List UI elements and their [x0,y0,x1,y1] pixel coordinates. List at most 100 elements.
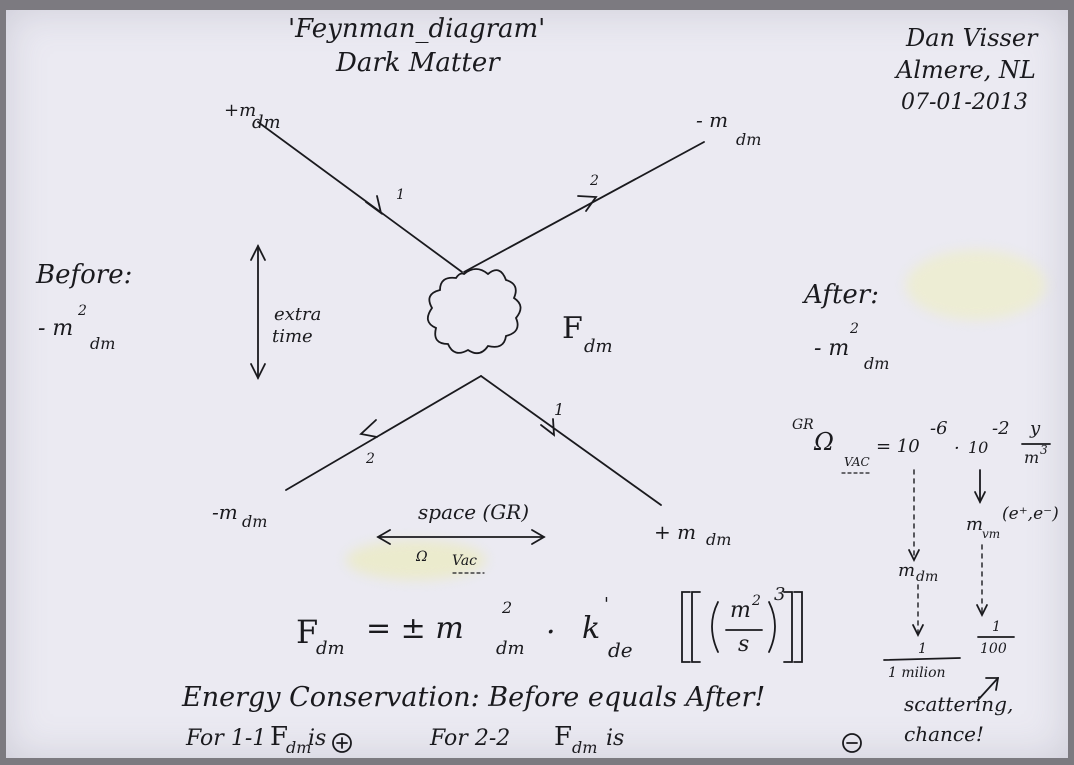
label-top-right-sub: dm [736,130,762,149]
bracket-left [681,591,691,663]
after-sub: dm [864,354,890,373]
gr-label: GR [792,417,814,433]
author-place: Almere, NL [896,56,1036,84]
title-line-1: 'Feynman_diagram' [288,14,546,44]
formula-bracket-m: m [730,598,751,623]
paper-sheet: 'Feynman_diagram' Dark Matter Dan Visser… [6,10,1068,758]
formula-k: k [582,611,601,646]
extra-time-line-1: extra [274,304,322,325]
conservation-is-1: is [308,726,327,751]
circle-minus [842,733,862,753]
gr-ten: 10 [968,438,989,457]
cascade-right-1-head [974,491,986,505]
conservation-f-1: F [270,722,289,752]
electron-pair: (e⁺,e⁻) [1002,504,1059,524]
title-line-2: Dark Matter [336,48,500,78]
label-top-left-sub: dm [252,112,281,133]
before-sup: 2 [78,303,87,319]
label-top-right: - m [696,108,729,132]
label-top-left: +m [224,100,257,121]
fraction-1-num: 1 [918,641,927,657]
author-name: Dan Visser [906,24,1038,52]
paren-left [711,601,719,653]
m-dm-cascade-sub: dm [916,569,939,585]
gr-exp1: -6 [930,418,948,439]
cascade-left-2-head [912,624,924,638]
formula-lhs-sub: dm [316,638,345,659]
gr-unit-num: y [1030,418,1041,439]
gr-exp2: -2 [992,418,1010,439]
wiggly-loop [426,268,522,355]
label-bottom-left-sub: dm [242,512,268,531]
after-term: - m [814,336,850,361]
yellow-smudge [346,540,486,580]
space-omega: Ω [416,549,428,565]
after-label: After: [804,280,879,310]
pointer-arrow-head [985,677,1000,691]
bracket-right [793,591,803,663]
line-top-right [463,141,705,273]
conservation-line-1: Energy Conservation: Before equals After… [182,682,766,713]
space-arrow-left [376,529,391,545]
arrow-head-1-top [365,195,383,216]
conservation-f-2: F [554,722,573,752]
fraction-2-num: 1 [992,619,1001,635]
line-top-left [257,121,463,273]
label-bottom-right-sub: dm [706,530,732,549]
formula-dot: · [546,615,556,650]
conservation-f-2-sub: dm [572,738,598,757]
formula-m-sup: 2 [502,598,513,617]
feynman-diagram [250,121,1051,753]
yellow-smudge [906,250,1046,320]
arrow-head-2-bottom [359,419,378,438]
conservation-for-1-1: For 1-1 [186,726,267,751]
circle-minus-text: − [847,735,848,736]
before-label: Before: [36,260,133,290]
scattering-text: scattering, [904,692,1014,716]
formula-k-sup: ' [604,594,609,615]
label-bottom-right: + m [654,520,697,544]
gr-dot: · [954,438,960,459]
space-vac: Vac [452,553,478,569]
m-vm: m [966,514,984,535]
arrow-number-top-left: 1 [396,187,405,203]
cascade-right-2-head [976,604,988,618]
before-sub: dm [90,334,116,353]
arrow-number-bottom-left: 2 [366,451,375,467]
m-vm-sub: vm [982,527,1001,541]
formula-eq: = ± m [366,611,464,646]
pointer-arrow [977,677,999,701]
formula-k-sub: de [608,638,633,662]
space-arrow-right [531,529,546,545]
space-label: space (GR) [418,500,530,524]
force-label-sub: dm [584,336,613,357]
formula-power: 3 [774,584,786,605]
time-arrow-bottom [250,363,266,381]
gr-unit-den: m [1024,448,1040,467]
fraction-2-den: 100 [980,641,1007,657]
time-arrow-top [250,243,266,261]
force-label: F [562,311,583,346]
formula-m-sub: dm [496,638,525,659]
before-term: - m [38,316,74,341]
chance-text: chance! [904,722,984,746]
bracket-right-2 [783,591,793,663]
arrow-head-1-bottom [540,418,556,437]
conservation-is-2: is [606,726,625,751]
gr-vac: VAC [844,455,870,469]
fraction-bar-1-milion [883,657,961,661]
gr-unit-den-sup: 3 [1040,443,1048,457]
line-bottom-right [480,375,662,506]
formula-bracket-m-sup: 2 [752,593,761,609]
arrow-head-2-top [577,195,598,212]
after-sup: 2 [850,321,859,337]
circle-plus-text: + [337,735,338,736]
fraction-1-den: 1 milion [888,665,946,681]
m-dm-cascade: m [898,560,916,581]
paren-right [768,601,776,653]
circle-plus [332,733,352,753]
conservation-for-2-2: For 2-2 [430,726,511,751]
gr-eq: = 10 [876,436,920,457]
cascade-left-1-head [908,549,920,563]
bracket-left-2 [691,591,701,663]
